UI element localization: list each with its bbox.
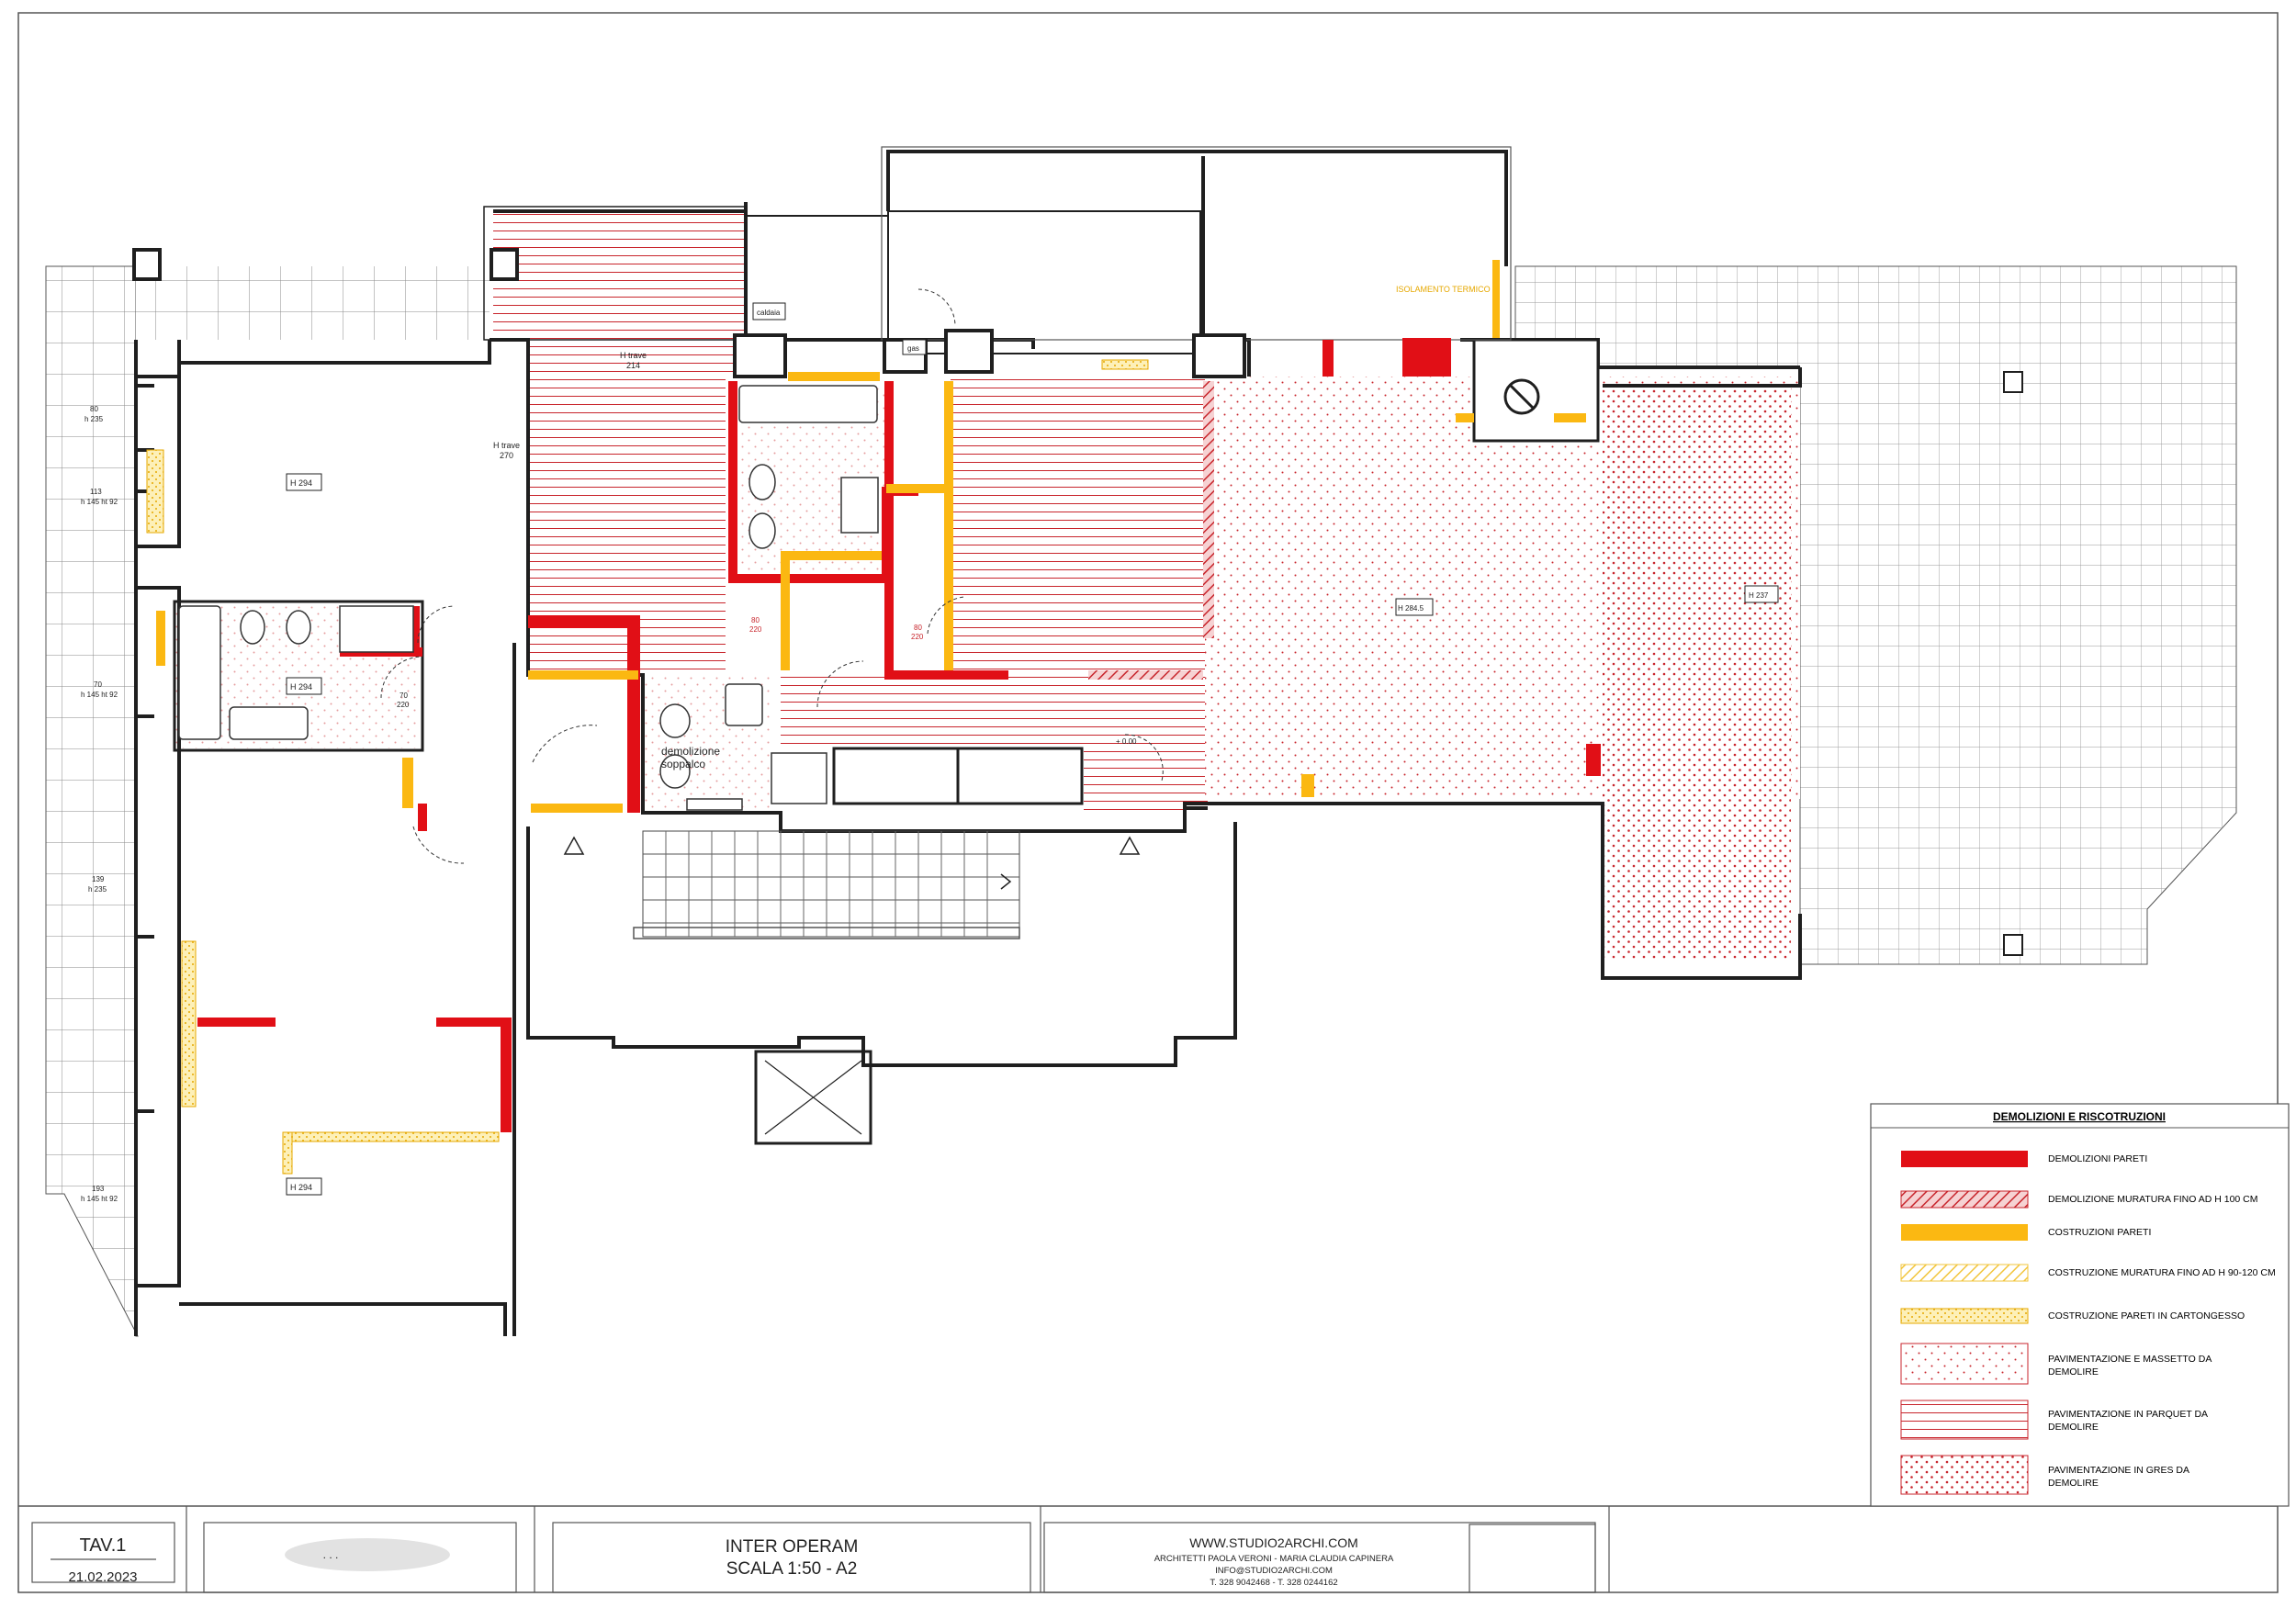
legend-title: DEMOLIZIONI E RISCOTRUZIONI — [1993, 1110, 2166, 1123]
legend-swatch-costruzioni — [1901, 1224, 2028, 1241]
legend-text-7a: PAVIMENTAZIONE IN GRES DA — [2048, 1465, 2189, 1476]
toilet-icon — [659, 703, 691, 738]
door-80b: 80 — [914, 624, 922, 632]
gres-floor — [1603, 386, 1791, 960]
legend-text-4: COSTRUZIONE PARETI IN CARTONGESSO — [2048, 1310, 2245, 1321]
label-h2845: H 284.5 — [1398, 604, 1424, 613]
walls — [132, 146, 2023, 1336]
studio-phones: T. 328 9042468 - T. 328 0244162 — [1210, 1578, 1337, 1588]
room-parquet — [951, 377, 1208, 675]
flooring — [45, 207, 2237, 1337]
legend-text-5a: PAVIMENTAZIONE E MASSETTO DA — [2048, 1354, 2212, 1365]
drawing-title: INTER OPERAM — [726, 1537, 859, 1557]
label-h-trave-270: H trave — [493, 441, 520, 450]
label-soppalco: soppalco — [661, 758, 705, 770]
label-isolamento: ISOLAMENTO TERMICO — [1396, 285, 1491, 294]
label-h294-c: H 294 — [290, 1183, 312, 1192]
label-h294-a: H 294 — [290, 478, 312, 488]
sanitary-fixtures — [178, 385, 879, 811]
label-quota-zero: + 0.00 — [1116, 737, 1137, 746]
cartongesso-walls — [146, 359, 1149, 1175]
stair-arrows — [563, 836, 1141, 890]
living-parquet — [528, 335, 746, 675]
legend-text-7b: DEMOLIRE — [2048, 1478, 2099, 1489]
label-h237: H 237 — [1749, 591, 1769, 600]
toilet-icon — [748, 464, 776, 500]
bathtub-icon — [178, 605, 221, 740]
stove-icon — [840, 477, 879, 534]
label-h294-b: H 294 — [290, 682, 312, 692]
label-h-trave-214-val: 214 — [626, 361, 640, 370]
title-block — [31, 1506, 1610, 1593]
label-caldaia: caldaia — [757, 309, 781, 317]
door-80-h: 220 — [749, 625, 762, 634]
redacted-client-blur — [285, 1538, 450, 1571]
legend-text-6a: PAVIMENTAZIONE IN PARQUET DA — [2048, 1409, 2208, 1420]
legend-text-0: DEMOLIZIONI PARETI — [2048, 1153, 2147, 1164]
legend-swatch-demolizione-muratura — [1900, 1190, 2029, 1209]
legend-text-2: COSTRUZIONI PARETI — [2048, 1227, 2151, 1238]
drawing-date: 21.02.2023 — [68, 1569, 137, 1585]
bidet-icon — [748, 512, 776, 549]
legend-swatch-massetto — [1900, 1343, 2029, 1385]
legend: DEMOLIZIONI E RISCOTRUZIONI DEMOLIZIONI … — [1870, 1103, 2290, 1507]
legend-text-1: DEMOLIZIONE MURATURA FINO AD H 100 CM — [2048, 1194, 2258, 1205]
door-80: 80 — [751, 616, 760, 624]
title-block-text: TAV.1 21.02.2023 . . . INTER OPERAM SCAL… — [68, 1535, 1393, 1588]
side-139-h: h 235 — [88, 885, 107, 894]
label-h-trave-270-val: 270 — [500, 451, 513, 460]
side-80: 80 — [90, 405, 98, 413]
legend-text-3: COSTRUZIONE MURATURA FINO AD H 90-120 CM — [2048, 1267, 2276, 1278]
side-193: 193 — [92, 1185, 105, 1193]
bidet-icon — [659, 754, 691, 789]
legend-text-5b: DEMOLIRE — [2048, 1366, 2099, 1377]
legend-swatch-cartongesso — [1900, 1308, 2029, 1324]
legend-text-6b: DEMOLIRE — [2048, 1422, 2099, 1433]
top-left-terrace-floor — [136, 266, 490, 340]
client-placeholder: . . . — [323, 1548, 339, 1561]
sink-icon — [686, 798, 743, 811]
door-80b-h: 220 — [911, 633, 924, 641]
side-113-h: h 145 ht 92 — [81, 498, 118, 506]
toilet-icon — [240, 610, 265, 645]
side-70-h: h 145 ht 92 — [81, 691, 118, 699]
side-139: 139 — [92, 875, 105, 883]
loggia-parquet — [493, 207, 746, 335]
low-wall-demolition — [1088, 381, 1214, 680]
side-80-h: h 235 — [84, 415, 104, 423]
studio-email: INFO@STUDIO2ARCHI.COM — [1215, 1566, 1333, 1576]
label-demolizione: demolizione — [661, 745, 720, 758]
left-terrace-floor — [45, 265, 139, 1337]
side-70: 70 — [94, 680, 102, 689]
plan-labels: caldaia gas ISOLAMENTO TERMICO H trave 2… — [81, 285, 1779, 1203]
construction-walls — [156, 260, 1586, 813]
door-70-h: 220 — [397, 701, 410, 709]
studio-web: WWW.STUDIO2ARCHI.COM — [1189, 1535, 1358, 1550]
washbasin-icon — [229, 706, 309, 740]
legend-swatch-parquet — [1900, 1400, 2029, 1440]
shower-icon — [339, 605, 414, 653]
legend-swatch-gres — [1900, 1455, 2029, 1495]
door-70: 70 — [400, 692, 408, 700]
bidet-icon — [286, 610, 311, 645]
bathtub-icon — [738, 385, 878, 423]
side-193-h: h 145 ht 92 — [81, 1195, 118, 1203]
studio-names: ARCHITETTI PAOLA VERONI - MARIA CLAUDIA … — [1154, 1554, 1394, 1564]
legend-swatch-costruzione-muratura — [1900, 1264, 2029, 1282]
door-swings — [380, 288, 1164, 864]
shower-icon — [771, 752, 827, 804]
label-gas: gas — [907, 344, 919, 353]
washbasin-icon — [725, 683, 763, 726]
legend-swatch-demolizioni — [1901, 1151, 2028, 1167]
tav-number: TAV.1 — [80, 1535, 127, 1556]
side-113: 113 — [90, 488, 102, 496]
label-h-trave-214: H trave — [620, 351, 647, 360]
drawing-scale: SCALA 1:50 - A2 — [726, 1559, 858, 1579]
